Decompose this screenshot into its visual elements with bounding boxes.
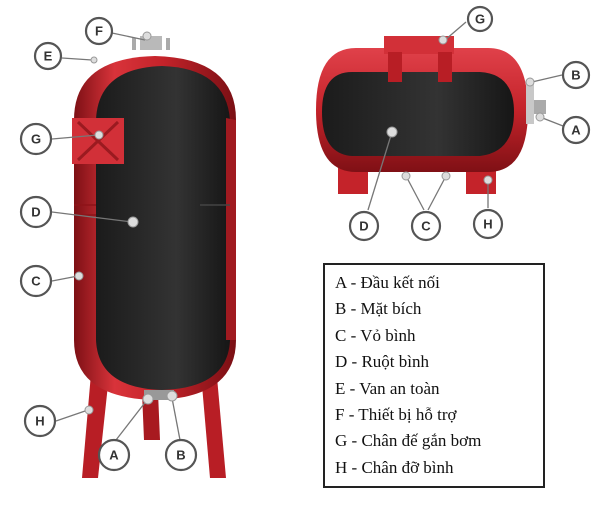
callout-d-vertical-label: D bbox=[31, 205, 40, 220]
callout-b-horizontal-label: B bbox=[571, 68, 580, 83]
callout-c-horizontal-label: C bbox=[421, 219, 431, 234]
leader-line-c-horizontal-1 bbox=[405, 175, 425, 211]
callout-b-vertical: B bbox=[164, 438, 198, 472]
horizontal-tank-connector bbox=[534, 100, 546, 114]
callout-a-horizontal-circle bbox=[561, 115, 591, 145]
leader-line-h-vertical bbox=[55, 409, 89, 422]
horizontal-tank-pump-post-2 bbox=[438, 52, 452, 82]
legend-item-d: D - Ruột bình bbox=[335, 352, 429, 372]
callout-d-horizontal-circle bbox=[348, 210, 380, 242]
callout-e-vertical-label: E bbox=[44, 49, 53, 64]
anchor-dot-c-horizontal-1 bbox=[401, 171, 411, 181]
callout-f-vertical-label: F bbox=[95, 24, 103, 39]
vertical-tank-shell-edge bbox=[226, 118, 236, 340]
legend-item-f: F - Thiết bị hỗ trợ bbox=[335, 405, 457, 425]
leader-line-e bbox=[61, 57, 93, 61]
callout-d-horizontal: D bbox=[348, 210, 380, 242]
callout-a-vertical-label: A bbox=[109, 448, 119, 463]
callout-g-vertical: G bbox=[19, 122, 53, 156]
vertical-tank-bottom-nozzle bbox=[144, 390, 174, 400]
callout-a-horizontal: A bbox=[561, 115, 591, 145]
callout-g-horizontal-label: G bbox=[475, 12, 485, 27]
callout-b-horizontal: B bbox=[561, 60, 591, 90]
anchor-dot-g-vertical bbox=[94, 130, 104, 140]
vertical-tank bbox=[72, 36, 236, 478]
callout-b-horizontal-circle bbox=[561, 60, 591, 90]
callout-c-vertical-circle bbox=[19, 264, 53, 298]
leader-line-f bbox=[111, 32, 146, 41]
horizontal-tank-pump-base bbox=[384, 36, 454, 54]
vertical-tank-top-pin-1 bbox=[132, 38, 136, 50]
leader-line-d-horizontal bbox=[367, 131, 393, 211]
anchor-dot-d-horizontal bbox=[386, 126, 398, 138]
vertical-tank-bladder bbox=[96, 66, 230, 390]
anchor-dots bbox=[74, 31, 545, 415]
callout-d-vertical-circle bbox=[19, 195, 53, 229]
callout-h-horizontal-label: H bbox=[483, 217, 492, 232]
anchor-dot-a-horizontal bbox=[535, 112, 545, 122]
callout-h-vertical: H bbox=[23, 404, 57, 438]
legend-item-h: H - Chân đỡ bình bbox=[335, 457, 454, 477]
callout-a-vertical: A bbox=[97, 438, 131, 472]
callout-h-vertical-label: H bbox=[35, 414, 44, 429]
anchor-dot-b-vertical bbox=[166, 390, 178, 402]
leader-lines bbox=[51, 21, 564, 441]
callout-f-vertical-circle bbox=[84, 16, 114, 46]
legend-item-b: B - Mặt bích bbox=[335, 299, 422, 319]
legend-item-c: C - Vỏ bình bbox=[335, 325, 416, 345]
callout-b-vertical-label: B bbox=[176, 448, 185, 463]
callout-g-vertical-label: G bbox=[31, 132, 41, 147]
callout-d-horizontal-label: D bbox=[359, 219, 368, 234]
callout-h-horizontal-circle bbox=[472, 208, 504, 240]
callout-h-vertical-circle bbox=[23, 404, 57, 438]
anchor-dot-f bbox=[142, 31, 152, 41]
leader-line-a-vertical bbox=[115, 399, 148, 441]
callout-c-horizontal: C bbox=[410, 210, 442, 242]
callout-c-horizontal-circle bbox=[410, 210, 442, 242]
leader-line-g-horizontal bbox=[444, 21, 467, 41]
anchor-dot-b-horizontal bbox=[525, 77, 535, 87]
leader-line-c-vertical bbox=[51, 275, 79, 282]
callout-g-vertical-circle bbox=[19, 122, 53, 156]
legend-item-g: G - Chân đế gắn bơm bbox=[335, 431, 482, 451]
leader-line-b-horizontal bbox=[531, 74, 563, 83]
horizontal-tank bbox=[316, 36, 546, 194]
anchor-dot-a-vertical bbox=[142, 393, 154, 405]
vertical-tank-leg-left bbox=[82, 362, 110, 478]
callout-e-vertical: E bbox=[33, 41, 63, 71]
callout-g-horizontal-circle bbox=[466, 5, 494, 33]
callout-g-horizontal: G bbox=[466, 5, 494, 33]
callout-c-vertical-label: C bbox=[31, 274, 41, 289]
anchor-dot-h-horizontal bbox=[483, 175, 493, 185]
callout-b-vertical-circle bbox=[164, 438, 198, 472]
callout-e-vertical-circle bbox=[33, 41, 63, 71]
leader-line-g-vertical bbox=[51, 134, 99, 140]
vertical-tank-pump-base-x2 bbox=[76, 120, 120, 162]
horizontal-tank-bladder bbox=[322, 72, 514, 156]
callout-h-horizontal: H bbox=[472, 208, 504, 240]
anchor-dot-g-horizontal bbox=[438, 35, 448, 45]
callout-badges: F E G D C H A B bbox=[19, 5, 591, 472]
leader-line-c-horizontal-2 bbox=[427, 175, 447, 211]
legend-item-e: E - Van an toàn bbox=[335, 378, 440, 398]
leader-line-b-vertical bbox=[171, 397, 181, 441]
horizontal-tank-pump-post-1 bbox=[388, 52, 402, 82]
callout-c-vertical: C bbox=[19, 264, 53, 298]
leader-line-d-vertical bbox=[51, 211, 133, 223]
legend-box: A - Đầu kết nối B - Mặt bích C - Vỏ bình… bbox=[323, 263, 545, 488]
vertical-tank-leg-right bbox=[200, 362, 226, 478]
vertical-tank-top-pin-2 bbox=[166, 38, 170, 50]
horizontal-tank-flange bbox=[526, 84, 534, 124]
anchor-dot-d-vertical bbox=[127, 216, 139, 228]
anchor-dot-c-horizontal-2 bbox=[441, 171, 451, 181]
callout-a-horizontal-label: A bbox=[571, 123, 581, 138]
anchor-dot-e bbox=[90, 56, 98, 64]
callout-f-vertical: F bbox=[84, 16, 114, 46]
anchor-dot-h-vertical bbox=[84, 405, 94, 415]
legend-item-a: A - Đầu kết nối bbox=[335, 273, 440, 292]
anchor-dot-c-vertical bbox=[74, 271, 84, 281]
callout-a-vertical-circle bbox=[97, 438, 131, 472]
callout-d-vertical: D bbox=[19, 195, 53, 229]
